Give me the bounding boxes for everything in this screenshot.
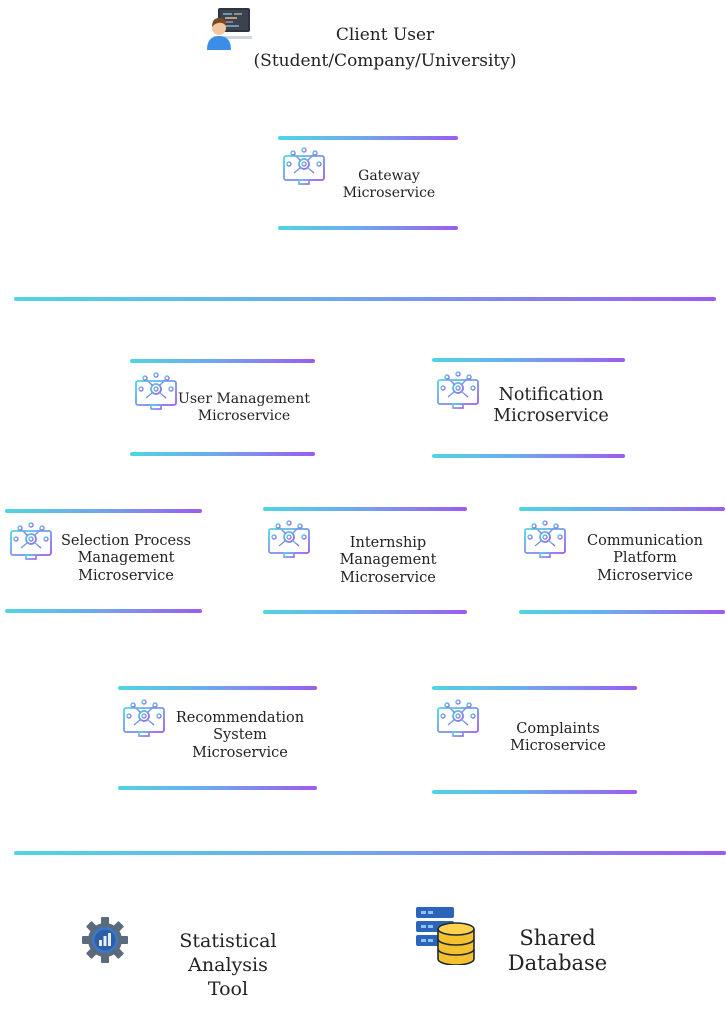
card-bottom-border (432, 454, 625, 458)
network-monitor-icon (9, 521, 53, 565)
database-server-icon (414, 905, 476, 966)
selection-process-microservice-card[interactable]: Selection Process Management Microservic… (5, 509, 202, 613)
card-bottom-border (278, 226, 458, 230)
card-top-border (278, 136, 458, 140)
card-bottom-border (5, 609, 202, 613)
gateway-label: Gateway Microservice (342, 168, 436, 201)
complaints-label: Complaints Microservice (510, 721, 606, 755)
network-monitor-icon (436, 370, 480, 414)
internship-management-microservice-card[interactable]: Internship Management Microservice (263, 507, 467, 614)
services-container-bottom-border (14, 851, 726, 855)
communication-platform-microservice-card[interactable]: Communication Platform Microservice (519, 507, 725, 614)
card-bottom-border (519, 610, 725, 614)
card-top-border (263, 507, 467, 511)
user-management-label: User Management Microservice (178, 391, 310, 424)
client-user-title: Client User (335, 25, 435, 45)
card-top-border (519, 507, 725, 511)
card-bottom-border (432, 790, 637, 794)
network-monitor-icon (523, 519, 567, 563)
communication-platform-label: Communication Platform Microservice (587, 533, 703, 584)
network-monitor-icon (282, 146, 326, 190)
network-monitor-icon (436, 698, 480, 742)
notification-microservice-card[interactable]: Notification Microservice (432, 358, 625, 458)
selection-process-label: Selection Process Management Microservic… (61, 533, 191, 584)
gear-chart-icon (80, 915, 130, 965)
shared-database-label: Shared Database (507, 926, 608, 976)
card-bottom-border (263, 610, 467, 614)
recommendation-system-label: Recommendation System Microservice (175, 710, 305, 761)
gateway-microservice-card[interactable]: Gateway Microservice (278, 136, 458, 230)
client-user-subtitle: (Student/Company/University) (253, 51, 517, 71)
card-top-border (432, 358, 625, 362)
services-container-top-border (14, 297, 716, 301)
card-top-border (118, 686, 317, 690)
statistical-analysis-label: Statistical Analysis Tool (179, 930, 277, 1000)
complaints-microservice-card[interactable]: Complaints Microservice (432, 686, 637, 794)
card-bottom-border (130, 452, 315, 456)
card-top-border (432, 686, 637, 690)
network-monitor-icon (267, 519, 311, 563)
card-top-border (5, 509, 202, 513)
card-top-border (130, 359, 315, 363)
client-user-icon (206, 6, 252, 50)
notification-label: Notification Microservice (493, 385, 609, 426)
internship-management-label: Internship Management Microservice (339, 535, 437, 586)
network-monitor-icon (122, 698, 166, 742)
card-bottom-border (118, 786, 317, 790)
network-monitor-icon (134, 371, 178, 415)
user-management-microservice-card[interactable]: User Management Microservice (130, 359, 315, 456)
recommendation-system-microservice-card[interactable]: Recommendation System Microservice (118, 686, 317, 790)
